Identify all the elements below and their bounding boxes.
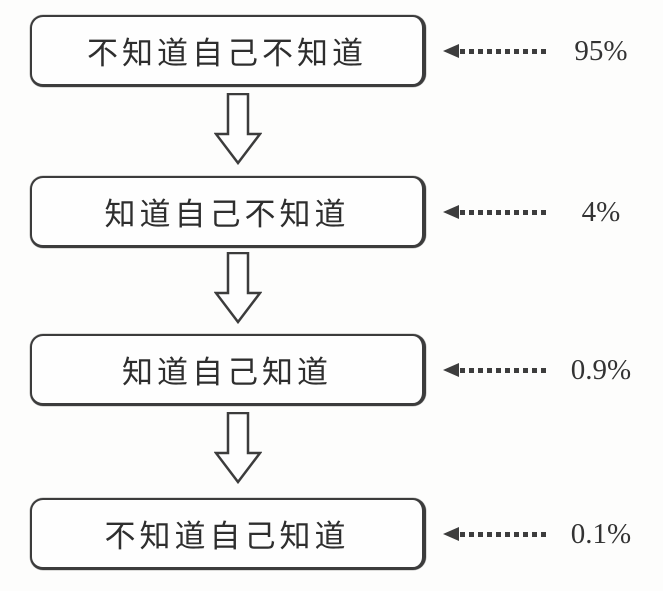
flow-box-label: 知道自己知道	[122, 355, 332, 390]
flow-box-label: 知道自己不知道	[104, 197, 350, 232]
percent-label: 0.1%	[570, 517, 632, 550]
annotation-row-2: 4%	[443, 192, 634, 232]
dotted-line	[460, 209, 547, 215]
down-arrow-icon	[214, 412, 262, 484]
arrowhead-icon	[443, 527, 459, 541]
flow-box-label: 不知道自己知道	[104, 519, 350, 554]
down-arrow-icon	[214, 93, 262, 165]
percent-label: 4%	[581, 195, 621, 228]
arrowhead-icon	[443, 44, 459, 58]
annotation-row-1: 95%	[443, 31, 634, 71]
percent-label: 95%	[574, 34, 628, 67]
arrowhead-icon	[443, 205, 459, 219]
down-arrow-icon	[214, 252, 262, 324]
dotted-line	[460, 531, 547, 537]
dotted-left-arrow-icon	[443, 527, 547, 541]
annotation-row-4: 0.1%	[443, 514, 634, 554]
dotted-left-arrow-icon	[443, 363, 547, 377]
dotted-line	[460, 367, 547, 373]
annotation-row-3: 0.9%	[443, 350, 634, 390]
flow-box-know-dont-know: 知道自己不知道	[30, 176, 426, 248]
flow-box-dont-know-dont-know: 不知道自己不知道	[30, 15, 426, 87]
flow-box-label: 不知道自己不知道	[87, 36, 367, 71]
percent-label: 0.9%	[570, 353, 632, 386]
flow-box-dont-know-know: 不知道自己知道	[30, 498, 426, 570]
dotted-left-arrow-icon	[443, 205, 547, 219]
arrowhead-icon	[443, 363, 459, 377]
flow-box-know-know: 知道自己知道	[30, 334, 426, 406]
dotted-line	[460, 48, 547, 54]
dotted-left-arrow-icon	[443, 44, 547, 58]
